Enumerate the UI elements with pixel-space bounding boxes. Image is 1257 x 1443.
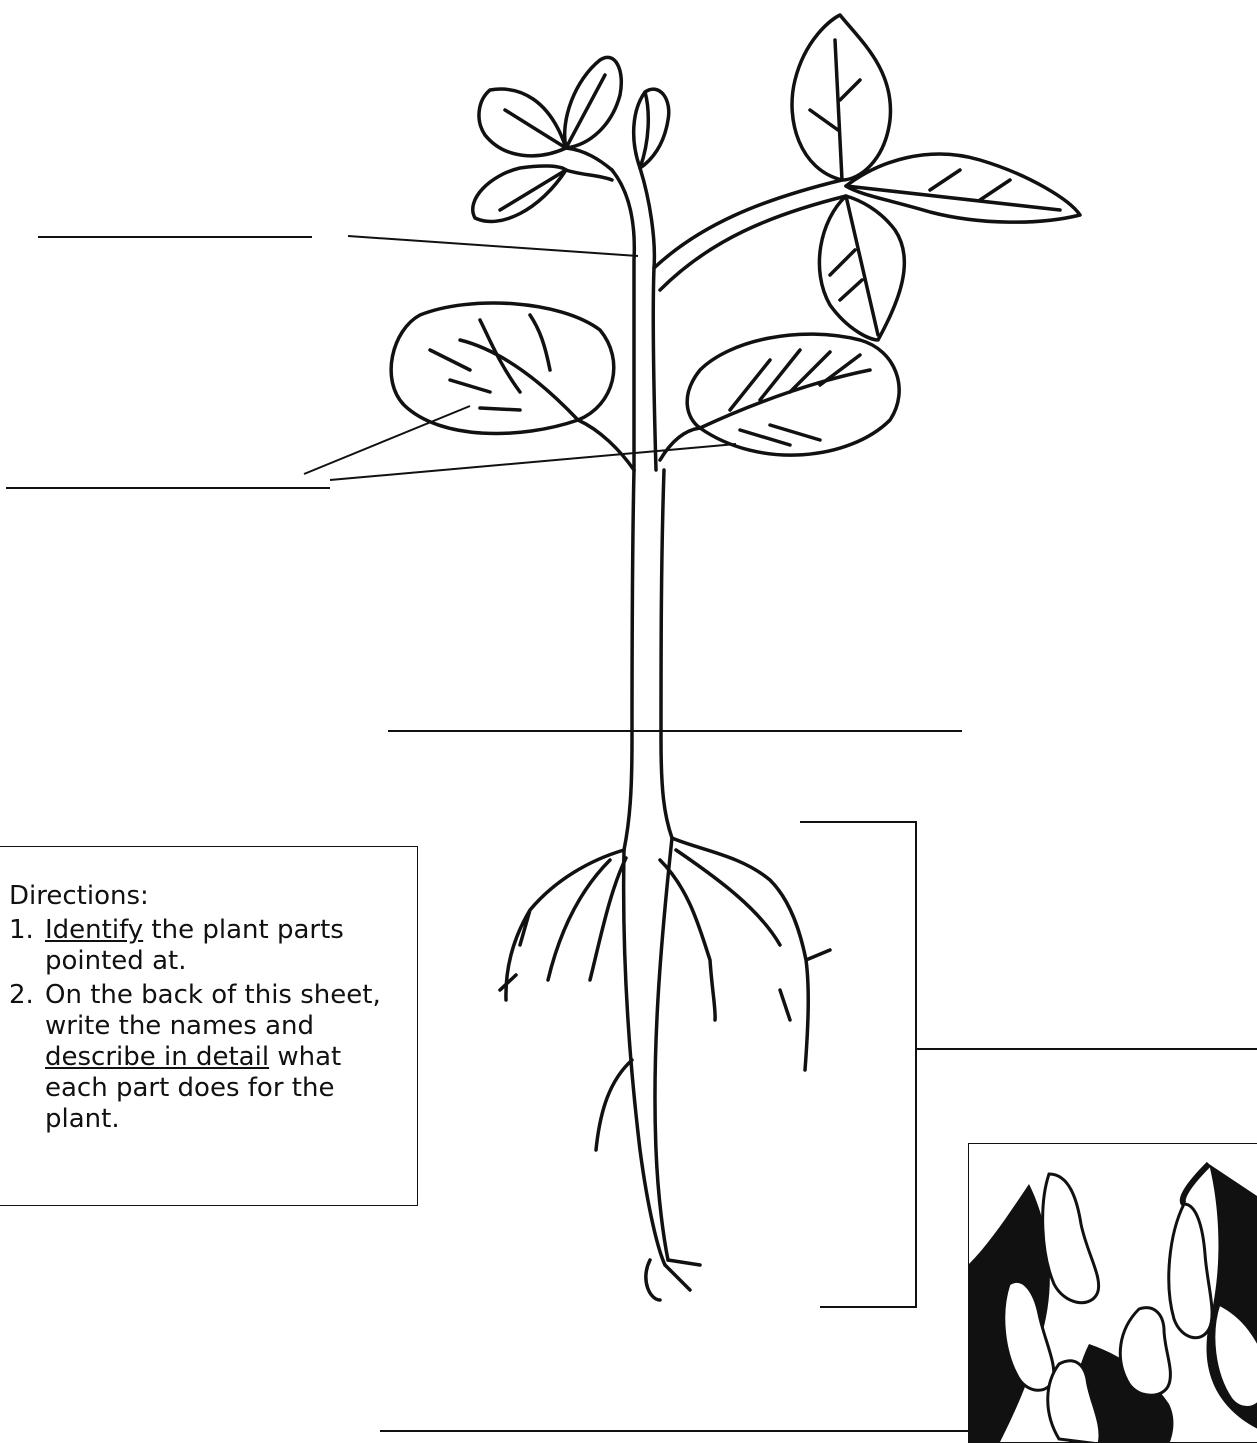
left-roots xyxy=(500,850,626,1000)
answer-blank-leaf-node[interactable] xyxy=(38,236,312,238)
step-emphasis: Identify xyxy=(45,915,143,945)
bean-pods-illustration xyxy=(968,1143,1257,1443)
flower-bud xyxy=(634,89,669,168)
pointer-line-leaf-node xyxy=(348,236,638,256)
bean-pod xyxy=(1043,1174,1099,1303)
bean-pod xyxy=(1169,1204,1212,1338)
roots-bracket xyxy=(800,822,916,1307)
upper-stem xyxy=(612,168,656,470)
step-number: 2. xyxy=(9,980,45,1135)
direction-step-2: 2. On the back of this sheet, write the … xyxy=(9,980,411,1135)
directions-list: 1. Identify the plant parts pointed at. … xyxy=(9,915,411,1135)
left-petiole xyxy=(578,420,634,470)
step-number: 1. xyxy=(9,915,45,977)
step-text: Identify the plant parts pointed at. xyxy=(45,915,411,977)
right-branch xyxy=(654,180,846,290)
pointer-line-leaf-left xyxy=(304,406,470,474)
fine-roots xyxy=(596,1060,700,1300)
right-roots xyxy=(660,838,830,1070)
bean-pod xyxy=(1120,1308,1170,1396)
right-leaf xyxy=(687,334,899,455)
directions-heading: Directions: xyxy=(9,881,411,912)
top-right-leaf-side xyxy=(846,154,1080,222)
step-text: On the back of this sheet, write the nam… xyxy=(45,980,411,1135)
top-left-leaf-b xyxy=(473,166,566,222)
taproot xyxy=(624,838,672,1265)
pointer-line-leaf-right xyxy=(330,444,736,480)
bean-pods-icon xyxy=(969,1144,1257,1443)
step-emphasis: describe in detail xyxy=(45,1042,269,1072)
left-branch xyxy=(566,148,612,180)
right-petiole xyxy=(660,428,700,460)
main-stem xyxy=(624,470,672,850)
directions-box: Directions: 1. Identify the plant parts … xyxy=(0,846,418,1206)
direction-step-1: 1. Identify the plant parts pointed at. xyxy=(9,915,411,977)
answer-blank-leaves[interactable] xyxy=(6,487,330,489)
